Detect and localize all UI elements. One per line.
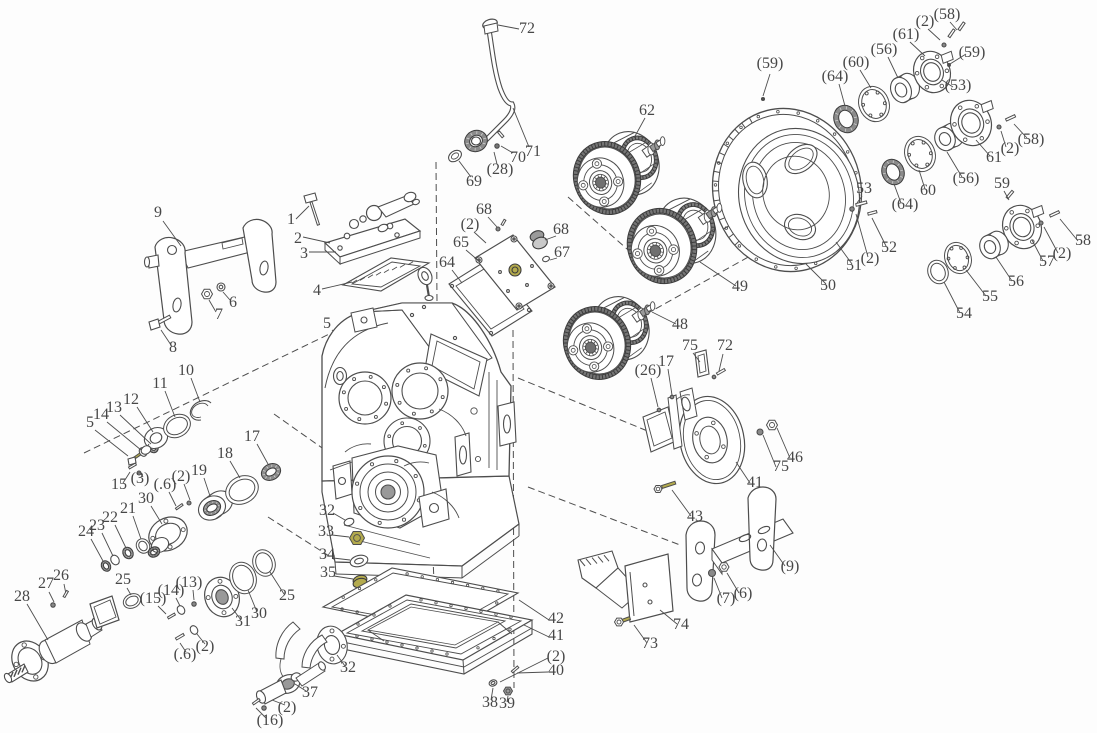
svg-text:21: 21: [120, 500, 136, 517]
svg-text:49: 49: [732, 278, 748, 295]
svg-text:(9): (9): [781, 558, 800, 575]
svg-text:(13): (13): [176, 574, 203, 591]
svg-text:19: 19: [191, 462, 207, 479]
svg-text:38: 38: [482, 694, 498, 711]
svg-text:13: 13: [106, 399, 122, 416]
svg-text:32: 32: [319, 502, 335, 519]
svg-text:6: 6: [229, 294, 237, 311]
svg-text:50: 50: [820, 277, 836, 294]
svg-text:62: 62: [639, 102, 655, 119]
svg-text:53: 53: [856, 180, 872, 197]
svg-text:22: 22: [102, 509, 118, 526]
svg-text:33: 33: [318, 523, 334, 540]
svg-text:18: 18: [217, 445, 233, 462]
svg-text:(58): (58): [1018, 131, 1045, 148]
svg-text:34: 34: [319, 546, 335, 563]
svg-text:37: 37: [302, 684, 318, 701]
svg-text:11: 11: [152, 375, 167, 392]
svg-text:8: 8: [169, 339, 177, 356]
svg-text:4: 4: [313, 282, 321, 299]
svg-text:(2): (2): [861, 250, 880, 267]
svg-text:35: 35: [320, 564, 336, 581]
svg-text:(.6): (.6): [154, 476, 177, 493]
svg-text:75: 75: [682, 337, 698, 354]
svg-text:15: 15: [111, 476, 127, 493]
svg-text:(59): (59): [959, 44, 986, 61]
svg-text:3: 3: [300, 245, 308, 262]
svg-text:7: 7: [215, 306, 223, 323]
svg-text:(28): (28): [487, 161, 514, 178]
svg-text:(56): (56): [871, 41, 898, 58]
svg-text:32: 32: [340, 659, 356, 676]
svg-text:27: 27: [38, 575, 54, 592]
svg-text:74: 74: [673, 616, 689, 633]
svg-text:60: 60: [920, 182, 936, 199]
svg-text:17: 17: [244, 428, 260, 445]
svg-text:26: 26: [53, 567, 69, 584]
svg-text:41: 41: [548, 627, 564, 644]
svg-text:(2): (2): [916, 13, 935, 30]
svg-text:61: 61: [986, 149, 1002, 166]
svg-text:28: 28: [14, 588, 30, 605]
svg-text:39: 39: [499, 695, 515, 712]
svg-text:12: 12: [123, 391, 139, 408]
svg-text:56: 56: [1008, 273, 1024, 290]
svg-text:59: 59: [994, 175, 1010, 192]
svg-text:64: 64: [439, 254, 455, 271]
svg-text:42: 42: [548, 610, 564, 627]
svg-text:(6): (6): [734, 585, 753, 602]
svg-text:(64): (64): [892, 196, 919, 213]
svg-text:(59): (59): [757, 55, 784, 72]
svg-text:30: 30: [138, 490, 154, 507]
svg-text:68: 68: [553, 221, 569, 238]
svg-text:57: 57: [1039, 253, 1055, 270]
svg-text:65: 65: [453, 234, 469, 251]
svg-text:71: 71: [525, 143, 541, 160]
svg-text:(2): (2): [1001, 140, 1020, 157]
svg-text:(58): (58): [934, 6, 961, 23]
svg-text:9: 9: [154, 204, 162, 221]
svg-text:(2): (2): [461, 216, 480, 233]
svg-text:(53): (53): [945, 77, 972, 94]
svg-text:40: 40: [548, 662, 564, 679]
svg-text:25: 25: [115, 571, 131, 588]
svg-text:(16): (16): [257, 712, 284, 729]
svg-text:73: 73: [642, 635, 658, 652]
svg-text:54: 54: [956, 305, 972, 322]
svg-text:(56): (56): [953, 170, 980, 187]
svg-text:(.6): (.6): [174, 646, 197, 663]
svg-text:72: 72: [519, 20, 535, 37]
svg-text:(3): (3): [131, 470, 150, 487]
svg-text:5: 5: [323, 315, 331, 332]
svg-text:1: 1: [287, 211, 295, 228]
svg-text:17: 17: [658, 353, 674, 370]
svg-text:(2): (2): [196, 638, 215, 655]
svg-text:69: 69: [466, 173, 482, 190]
svg-text:72: 72: [717, 337, 733, 354]
svg-text:10: 10: [178, 362, 194, 379]
svg-text:30: 30: [251, 605, 267, 622]
svg-text:48: 48: [672, 316, 688, 333]
svg-text:(60): (60): [843, 54, 870, 71]
svg-text:55: 55: [982, 288, 998, 305]
